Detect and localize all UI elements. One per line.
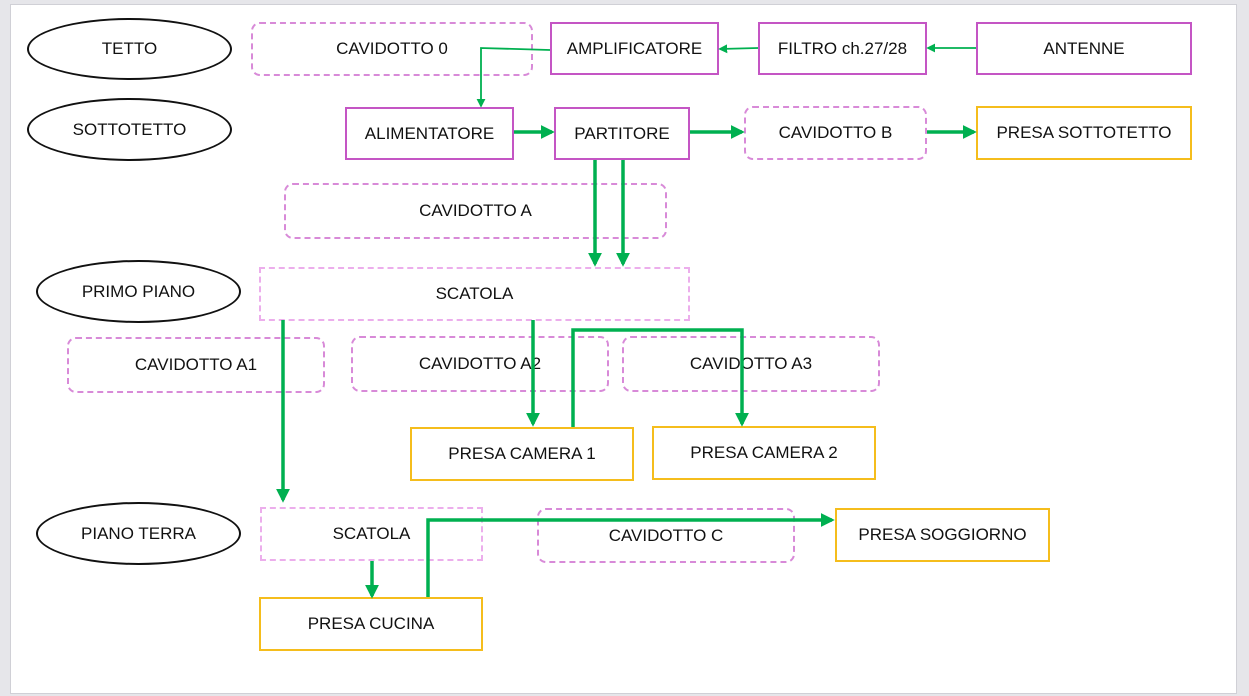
cavidotto-b-label: CAVIDOTTO B — [778, 123, 893, 142]
cavidotto-a: CAVIDOTTO A — [284, 183, 667, 239]
cavidotto-c: CAVIDOTTO C — [537, 508, 795, 563]
antenne-box: ANTENNE — [976, 22, 1192, 75]
presa-soggiorno: PRESA SOGGIORNO — [835, 508, 1050, 562]
alimentatore-label: ALIMENTATORE — [364, 123, 495, 143]
cavidotto-a2-label: CAVIDOTTO A2 — [418, 354, 542, 373]
amplificatore-label: AMPLIFICATORE — [566, 38, 703, 58]
presa-camera-1: PRESA CAMERA 1 — [410, 427, 634, 481]
partitore-box: PARTITORE — [554, 107, 690, 160]
presa-camera-1-label: PRESA CAMERA 1 — [448, 444, 596, 463]
amplificatore-box: AMPLIFICATORE — [550, 22, 719, 75]
scatola-terra-label: SCATOLA — [332, 524, 411, 543]
alimentatore-box: ALIMENTATORE — [345, 107, 514, 160]
cavidotto-a3-label: CAVIDOTTO A3 — [689, 354, 813, 373]
cavidotto-a1: CAVIDOTTO A1 — [67, 337, 325, 393]
cavidotto-0-label: CAVIDOTTO 0 — [336, 39, 448, 58]
level-tetto-label: TETTO — [101, 39, 158, 58]
level-primo-piano-label: PRIMO PIANO — [81, 281, 196, 301]
cavidotto-c-label: CAVIDOTTO C — [608, 525, 724, 545]
cavidotto-a1-label: CAVIDOTTO A1 — [134, 355, 258, 374]
presa-sottotetto-label: PRESA SOTTOTETTO — [996, 123, 1172, 142]
presa-camera-2: PRESA CAMERA 2 — [652, 426, 876, 480]
level-piano-terra: PIANO TERRA — [36, 502, 241, 565]
level-sottotetto-label: SOTTOTETTO — [72, 119, 187, 139]
scatola-primo-label: SCATOLA — [435, 284, 514, 303]
scatola-primo-piano: SCATOLA — [259, 267, 690, 321]
level-primo-piano: PRIMO PIANO — [36, 260, 241, 323]
level-tetto: TETTO — [27, 18, 232, 80]
presa-camera-2-label: PRESA CAMERA 2 — [690, 443, 838, 462]
scatola-piano-terra: SCATOLA — [260, 507, 483, 561]
filtro-box: FILTRO ch.27/28 — [758, 22, 927, 75]
level-sottotetto: SOTTOTETTO — [27, 98, 232, 161]
presa-cucina: PRESA CUCINA — [259, 597, 483, 651]
presa-soggiorno-label: PRESA SOGGIORNO — [858, 525, 1027, 544]
cavidotto-a3: CAVIDOTTO A3 — [622, 336, 880, 392]
filtro-label: FILTRO ch.27/28 — [777, 38, 908, 58]
cavidotto-b: CAVIDOTTO B — [744, 106, 927, 160]
antenne-label: ANTENNE — [1043, 38, 1125, 58]
partitore-label: PARTITORE — [574, 123, 670, 143]
presa-sottotetto: PRESA SOTTOTETTO — [976, 106, 1192, 160]
presa-cucina-label: PRESA CUCINA — [307, 614, 435, 633]
cavidotto-0: CAVIDOTTO 0 — [251, 22, 533, 76]
cavidotto-a2: CAVIDOTTO A2 — [351, 336, 609, 392]
level-piano-terra-label: PIANO TERRA — [81, 523, 196, 543]
cavidotto-a-label: CAVIDOTTO A — [419, 201, 532, 220]
